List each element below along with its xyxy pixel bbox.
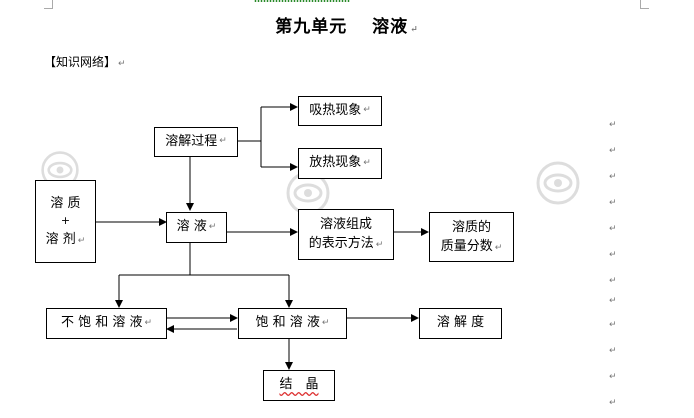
paragraph-mark: ↵ [609,296,617,306]
page-title: 第九单元 溶液↵ [275,17,419,37]
margin-corner-mark [44,0,53,9]
node-solubility: 溶 解 度 [419,308,502,339]
margin-corner-mark [640,0,649,9]
paragraph-mark: ↵ [609,276,617,286]
node-unsaturated-solution: 不 饱 和 溶 液↵ [46,308,167,339]
paragraph-mark: ↵ [609,198,617,208]
paragraph-mark: ↵ [118,59,126,69]
node-mass-fraction: 溶质的 质量分数↵ [429,212,514,262]
node-heat-release: 放热现象↵ [298,148,382,179]
node-saturated-solution: 饱 和 溶 液↵ [238,308,347,339]
paragraph-mark: ↵ [609,398,617,408]
paragraph-mark: ↵ [609,224,617,234]
paragraph-mark: ↵ [363,157,371,168]
node-composition-expression: 溶液组成 的表示方法↵ [298,209,394,260]
paragraph-mark: ↵ [410,25,419,35]
node-crystallization: 结 晶 [263,370,335,401]
paragraph-mark: ↵ [321,317,330,328]
paragraph-mark: ↵ [609,372,617,382]
paragraph-mark: ↵ [609,146,617,156]
paragraph-mark: ↵ [375,239,384,250]
paragraph-mark: ↵ [609,250,617,260]
paragraph-mark: ↵ [219,136,227,147]
node-solution: 溶 液↵ [166,212,227,243]
section-heading: 【知识网络】↵ [44,55,126,69]
node-heat-absorption: 吸热现象↵ [298,96,382,126]
watermark-logo [536,161,580,205]
paragraph-mark: ↵ [609,120,617,130]
paragraph-mark: ↵ [609,172,617,182]
spellcheck-underline [254,0,350,2]
paragraph-mark: ↵ [609,346,617,356]
paragraph-mark: ↵ [144,317,153,328]
paragraph-mark: ↵ [77,235,86,246]
paragraph-mark: ↵ [494,242,503,253]
node-dissolution-process: 溶解过程↵ [154,127,238,157]
paragraph-mark: ↵ [609,320,617,330]
paragraph-mark: ↵ [208,221,217,232]
node-solute-plus-solvent: 溶 质 + 溶 剂↵ [35,180,96,263]
paragraph-mark: ↵ [363,105,371,116]
